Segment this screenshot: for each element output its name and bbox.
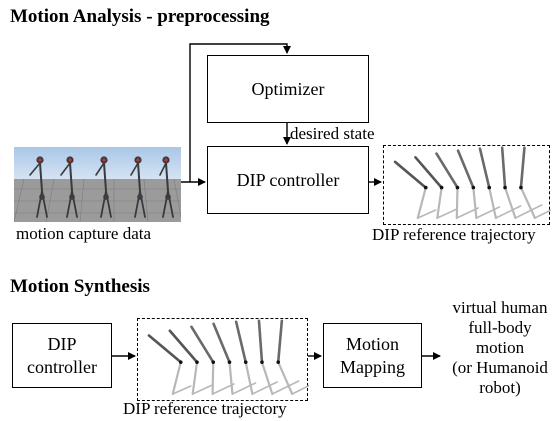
mocap-figure-torso <box>103 162 107 192</box>
pendulum-lower-link <box>503 186 517 220</box>
pendulum-lower-link <box>228 361 234 396</box>
pendulum-lower-link <box>455 186 459 220</box>
optimizer-label: Optimizer <box>251 78 325 99</box>
pendulum-upper-link <box>500 146 507 189</box>
pendulum-swing-link <box>251 381 278 395</box>
reference-trajectory-graphic-2 <box>147 319 322 396</box>
motion-mapping-label: Motion Mapping <box>340 333 405 377</box>
pendulum-joint <box>471 185 476 190</box>
pendulum-swing-link <box>514 204 543 219</box>
pendulum-lower-link <box>211 361 215 396</box>
mocap-marker <box>69 194 75 200</box>
mocap-figure-torso <box>137 162 141 192</box>
mocap-figure-arm <box>60 162 71 176</box>
pendulum-upper-link <box>234 320 248 364</box>
pendulum-swing-link <box>191 384 214 395</box>
mocap-figure-head <box>100 156 108 164</box>
pendulum-joint <box>503 185 507 190</box>
pendulum-swing-link <box>171 385 192 395</box>
pendulum-joint <box>178 360 183 364</box>
mocap-figure-head <box>66 156 74 164</box>
pendulum-joint <box>195 360 199 364</box>
mocap-figure-torso <box>165 162 169 192</box>
pendulum-upper-link <box>257 319 264 364</box>
dip-controller-label: DIP controller <box>236 169 340 190</box>
pendulum-joint <box>260 360 264 364</box>
pendulum-lower-link <box>519 186 537 220</box>
mocap-figure-head <box>162 156 170 164</box>
section-title-motion-synthesis: Motion Synthesis <box>10 276 150 297</box>
pendulum-upper-link <box>435 152 459 189</box>
pendulum-joint <box>439 185 444 190</box>
dip-controller-box: DIP controller <box>207 146 369 214</box>
motion-capture-image <box>14 147 181 222</box>
optimizer-box: Optimizer <box>207 55 369 123</box>
pendulum-swing-link <box>495 205 522 219</box>
pendulum-joint <box>423 185 428 190</box>
desired-state-label: desired state <box>290 124 375 143</box>
reference-trajectory-box-1 <box>383 145 560 225</box>
reference-trajectory-box-2 <box>137 318 322 401</box>
pendulum-swing-link <box>475 206 501 219</box>
mocap-marker <box>165 194 171 200</box>
pendulum-lower-link <box>488 186 497 220</box>
mocap-figure-arm <box>95 162 105 176</box>
mocap-figure-head <box>134 156 142 164</box>
pendulum-swing-link <box>416 209 437 219</box>
section-title-motion-analysis: Motion Analysis - preprocessing <box>10 6 270 27</box>
pendulum-upper-link <box>414 156 443 189</box>
pendulum-lower-link <box>436 186 443 220</box>
reference-trajectory-graphic-1 <box>393 146 560 220</box>
pendulum-joint <box>455 185 460 190</box>
reference-trajectory-caption-2: DIP reference trajectory <box>123 399 287 418</box>
motion-mapping-box: Motion Mapping <box>323 323 422 388</box>
pendulum-lower-link <box>171 361 182 396</box>
pendulum-lower-link <box>191 361 199 396</box>
mocap-figure-head <box>36 156 44 164</box>
pendulum-joint <box>487 185 492 190</box>
pendulum-upper-link <box>168 329 199 364</box>
pendulum-swing-link <box>271 380 300 395</box>
mocap-figure-torso <box>39 162 43 192</box>
pendulum-joint <box>276 360 281 364</box>
reference-trajectory-caption-1: DIP reference trajectory <box>372 225 536 244</box>
output-label: virtual human full-body motion (or Human… <box>452 298 548 397</box>
pendulum-joint <box>227 360 232 364</box>
motion-capture-caption: motion capture data <box>16 224 152 243</box>
pendulum-swing-link <box>436 208 458 219</box>
pendulum-lower-link <box>472 186 478 220</box>
pendulum-joint <box>519 185 523 190</box>
pendulum-lower-link <box>244 361 254 396</box>
pendulum-joint <box>243 360 248 364</box>
arrow-loop-to-optimizer <box>189 43 291 182</box>
pendulum-upper-link <box>456 149 475 189</box>
pendulum-upper-link <box>519 146 526 189</box>
pendulum-upper-link <box>147 334 183 364</box>
pendulum-joint <box>211 360 216 364</box>
pendulum-upper-link <box>478 147 491 189</box>
pendulum-lower-link <box>277 361 294 396</box>
dip-controller-label-2: DIP controller <box>27 333 97 377</box>
mocap-figure-torso <box>69 162 73 192</box>
pendulum-upper-link <box>190 325 215 364</box>
mocap-figure-arm <box>130 162 139 176</box>
mocap-marker <box>103 194 109 200</box>
mocap-figure-arm <box>29 162 41 176</box>
pendulum-lower-link <box>260 361 274 396</box>
pendulum-swing-link <box>231 382 257 395</box>
motion-capture-graphic <box>14 147 181 222</box>
pendulum-swing-link <box>211 383 235 395</box>
pendulum-upper-link <box>393 160 428 189</box>
pendulum-lower-link <box>416 186 427 220</box>
pendulum-upper-link <box>276 319 284 364</box>
mocap-marker <box>39 194 45 200</box>
mocap-marker <box>137 194 143 200</box>
dip-controller-box-2: DIP controller <box>12 323 112 388</box>
mocap-figure-arm <box>159 162 167 176</box>
pendulum-upper-link <box>212 322 231 364</box>
